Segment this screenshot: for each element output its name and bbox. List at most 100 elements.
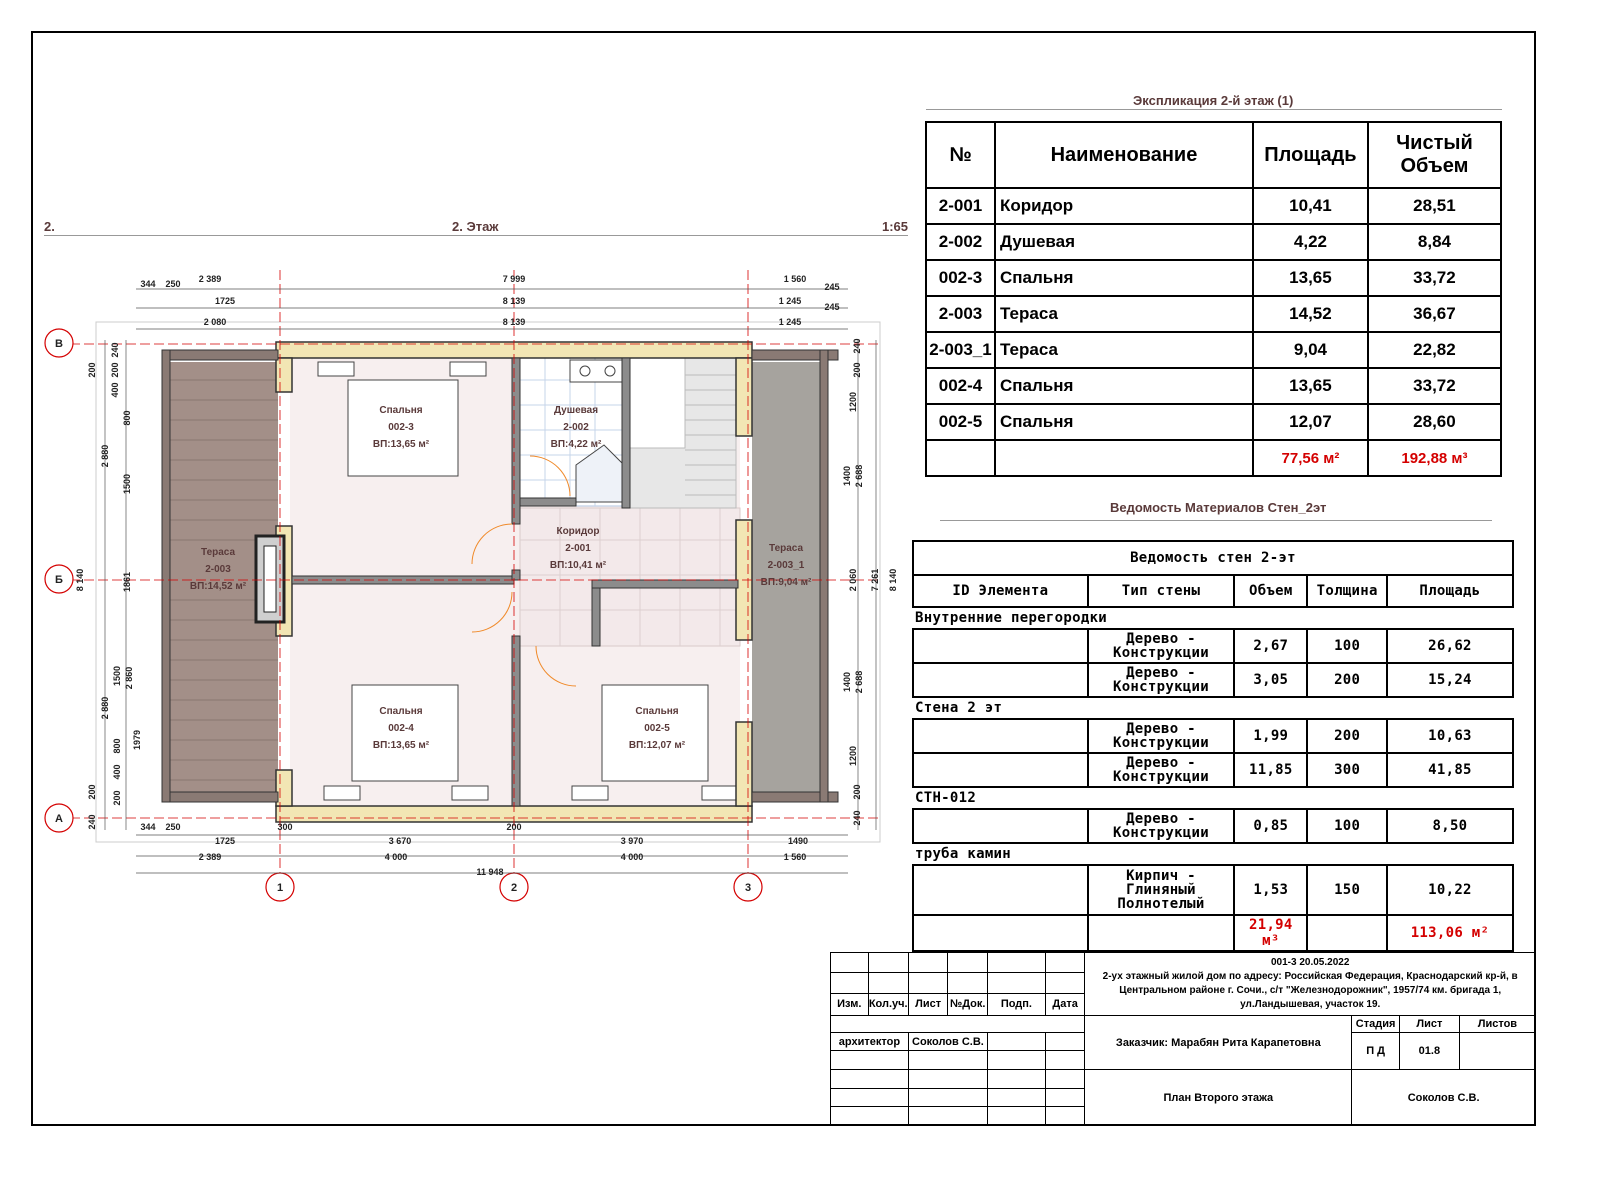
cell xyxy=(987,1050,1046,1071)
dim: 3 670 xyxy=(389,836,412,846)
cell: Тераса xyxy=(994,295,1254,333)
dim: 245 xyxy=(824,282,839,292)
dim: 1 245 xyxy=(779,317,802,327)
corridor-tiles xyxy=(520,508,740,646)
dim: 2 060 xyxy=(848,569,858,592)
col-header: Кол.уч. xyxy=(867,992,909,1017)
dim: 400 xyxy=(112,764,122,779)
axis-bubble-v xyxy=(44,328,74,358)
table-title: Ведомость стен 2-эт xyxy=(912,540,1514,576)
group-name: СТН-012 xyxy=(915,790,977,806)
rail xyxy=(161,349,279,361)
dim: 240 xyxy=(852,338,862,353)
dim: 1 560 xyxy=(784,852,807,862)
cell xyxy=(1044,1087,1086,1108)
dim: 3 970 xyxy=(621,836,644,846)
cell: 41,85 xyxy=(1385,752,1515,788)
room-name: Тераса xyxy=(201,547,236,558)
cell: 13,65 xyxy=(1251,259,1369,297)
sink-bowl xyxy=(579,365,591,377)
dim: 1490 xyxy=(788,836,808,846)
cell xyxy=(987,951,1046,974)
stage-label: Стадия xyxy=(1351,1015,1400,1033)
dim: 2 080 xyxy=(204,317,227,327)
dim: 800 xyxy=(112,738,122,753)
room-id: 002-5 xyxy=(644,723,670,734)
sheet-number: 2. xyxy=(44,219,55,234)
cell xyxy=(830,1087,909,1108)
axis-label: 2 xyxy=(511,882,517,894)
cell xyxy=(830,972,869,994)
dim: 8 139 xyxy=(503,317,526,327)
cell xyxy=(987,1069,1046,1089)
dim: 800 xyxy=(122,410,132,425)
tb-row: 001-3 20.05.2022 2-ух этажный жилой дом … xyxy=(830,951,1536,1017)
cell: 1,53 xyxy=(1233,864,1309,916)
dim: 1725 xyxy=(215,296,235,306)
dim: 200 xyxy=(852,784,862,799)
dim: 400 xyxy=(110,382,120,397)
cell: Дерево - Конструкции xyxy=(1086,662,1236,698)
table-header-row: ID Элемента Тип стены Объем Толщина Площ… xyxy=(912,574,1515,608)
group-name: труба камин xyxy=(915,846,1012,862)
cell: Дерево - Конструкции xyxy=(1086,718,1236,754)
room-id: 2-003_1 xyxy=(768,560,805,571)
dim: 300 xyxy=(277,822,292,832)
col-header: Подп. xyxy=(987,992,1046,1017)
bed-002-3 xyxy=(347,379,459,477)
person: Соколов С.В. xyxy=(907,1031,989,1052)
axis-label: 3 xyxy=(745,882,751,894)
cell: 3,05 xyxy=(1233,662,1309,698)
project-description: 2-ух этажный жилой дом по адресу: Россий… xyxy=(1102,971,1518,1011)
cell: 26,62 xyxy=(1385,628,1515,664)
room-id: 002-3 xyxy=(388,422,414,433)
total-volume: 21,94 м³ xyxy=(1233,914,1309,952)
room-area: ВП:14,52 м² xyxy=(190,581,247,592)
floor-plan: В Б А 1 2 3 344 250 2 389 7 999 1 560 24… xyxy=(40,240,910,915)
explication-title: Экспликация 2-й этаж (1) xyxy=(1133,93,1294,108)
cell xyxy=(987,1106,1046,1126)
dim: 1200 xyxy=(848,746,858,766)
doors xyxy=(471,455,577,687)
axis-bubbles xyxy=(44,328,763,902)
nightstand xyxy=(449,361,487,377)
dim: 8 139 xyxy=(503,296,526,306)
cell xyxy=(907,1069,989,1089)
wall-east-seg xyxy=(735,357,753,437)
customer: Заказчик: Марабян Рита Карапетовна xyxy=(1084,1015,1353,1071)
floor-plan-svg: В Б А 1 2 3 344 250 2 389 7 999 1 560 24… xyxy=(44,270,898,902)
room-name: Душевая xyxy=(554,405,598,416)
cell: 002-3 xyxy=(925,259,996,297)
col-header: Тип стены xyxy=(1086,574,1236,608)
cell xyxy=(830,1069,909,1089)
dim: 2 688 xyxy=(854,465,864,488)
cell xyxy=(1044,1031,1086,1052)
dim: 240 xyxy=(852,810,862,825)
cell xyxy=(1044,1069,1086,1089)
door-arc xyxy=(529,455,571,497)
title-block: 001-3 20.05.2022 2-ух этажный жилой дом … xyxy=(829,951,1537,1126)
nightstand xyxy=(571,785,609,801)
drawing-frame xyxy=(31,31,1536,1126)
room-area: ВП:13,65 м² xyxy=(373,740,430,751)
sheets-label: Листов xyxy=(1458,1015,1537,1033)
cell xyxy=(1044,1106,1086,1126)
dim: 1725 xyxy=(215,836,235,846)
cell xyxy=(1306,914,1388,952)
cell xyxy=(947,951,988,974)
cell: 8,50 xyxy=(1385,808,1515,844)
group-name: Стена 2 эт xyxy=(915,700,1003,716)
room-name: Спальня xyxy=(379,405,422,416)
dim: 4 000 xyxy=(385,852,408,862)
cell: 10,63 xyxy=(1385,718,1515,754)
cell: 13,65 xyxy=(1251,367,1369,405)
cell xyxy=(907,1087,989,1108)
cell xyxy=(1086,914,1236,952)
cell: 22,82 xyxy=(1366,331,1503,369)
explication-table: № Наименование Площадь Чистый Объем 2-00… xyxy=(925,121,1503,477)
